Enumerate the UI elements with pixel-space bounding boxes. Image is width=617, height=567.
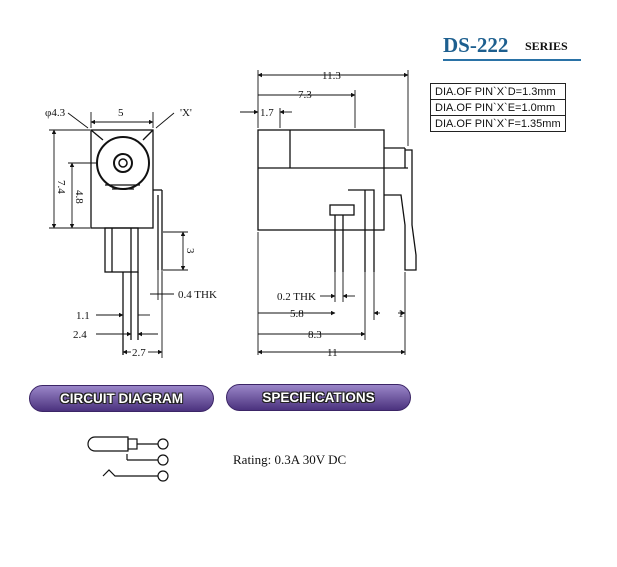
dim-pin-b: 8.3 [308, 329, 322, 341]
dim-d3: 2.7 [132, 347, 146, 359]
pin-diameter-table: DIA.OF PIN`X`D=1.3mm DIA.OF PIN`X`E=1.0m… [430, 83, 566, 132]
series-header: DS-222 SERIES [443, 33, 583, 61]
dim-length: 11.3 [322, 70, 341, 82]
series-label: SERIES [525, 39, 568, 53]
side-view [257, 129, 417, 272]
pin-table-cell: DIA.OF PIN`X`E=1.0mm [430, 99, 566, 116]
circuit-diagram-heading: CIRCUIT DIAGRAM [29, 385, 214, 412]
pin-table-cell: DIA.OF PIN`X`F=1.35mm [430, 115, 566, 132]
dim-width: 5 [118, 107, 124, 119]
circuit-symbol [87, 436, 169, 482]
dim-front-thk: 0.4 THK [178, 289, 217, 301]
model-number: DS-222 [443, 33, 509, 57]
dim-d2: 2.4 [73, 329, 87, 341]
dim-mid: 7.3 [298, 89, 312, 101]
header-rule [443, 59, 581, 61]
pin-table-cell: DIA.OF PIN`X`D=1.3mm [430, 83, 566, 100]
dim-height-center: 4.8 [73, 190, 85, 204]
dim-front: 1.7 [260, 107, 274, 119]
specifications-label: SPECIFICATIONS [262, 390, 375, 405]
dim-dia: φ4.3 [45, 107, 66, 119]
side-dimensions [240, 70, 409, 355]
pin-table-row: DIA.OF PIN`X`E=1.0mm [430, 99, 566, 116]
pin-table-row: DIA.OF PIN`X`F=1.35mm [430, 115, 566, 132]
circuit-diagram-label: CIRCUIT DIAGRAM [60, 391, 183, 406]
dim-pin-len: 3 [184, 248, 196, 254]
dim-d1: 1.1 [76, 310, 90, 322]
front-dimensions [49, 112, 188, 358]
pin-table-row: DIA.OF PIN`X`D=1.3mm [430, 83, 566, 100]
rating-text: Rating: 0.3A 30V DC [233, 452, 347, 467]
dim-pin-ref: 'X' [180, 107, 192, 119]
dim-pin-c: 1 [398, 308, 404, 320]
dim-base: 11 [327, 347, 338, 359]
specifications-heading: SPECIFICATIONS [226, 384, 411, 411]
front-view [90, 129, 163, 355]
dim-pin-a: 5.8 [290, 308, 304, 320]
dim-side-thk: 0.2 THK [277, 291, 316, 303]
dim-height-total: 7.4 [55, 180, 67, 194]
